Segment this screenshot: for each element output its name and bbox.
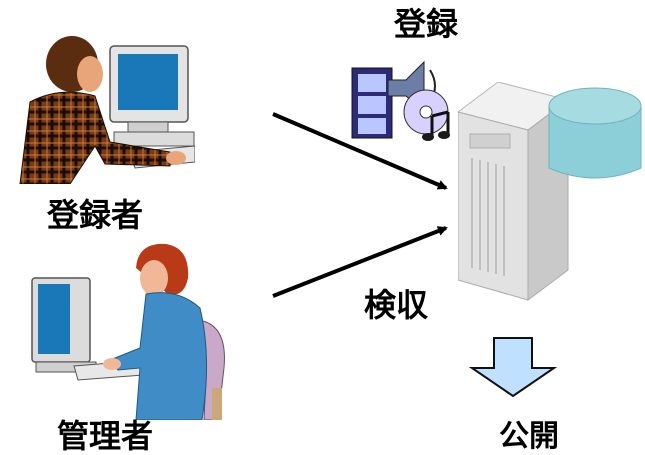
administrator-label: 管理者: [57, 417, 154, 455]
registrant-arrow: [272, 112, 448, 190]
registrant-label: 登録者: [47, 196, 144, 234]
administrator-computer-icon: [31, 243, 225, 420]
inspection-label: 検収: [364, 286, 429, 324]
registrant-computer-icon: [19, 36, 195, 184]
administrator-arrow: [272, 226, 448, 298]
registration-label: 登録: [394, 5, 459, 43]
publish-label: 公開: [499, 419, 559, 454]
down-arrow-icon: [468, 337, 558, 398]
media-icon: [351, 60, 450, 141]
database-icon: [548, 87, 642, 179]
